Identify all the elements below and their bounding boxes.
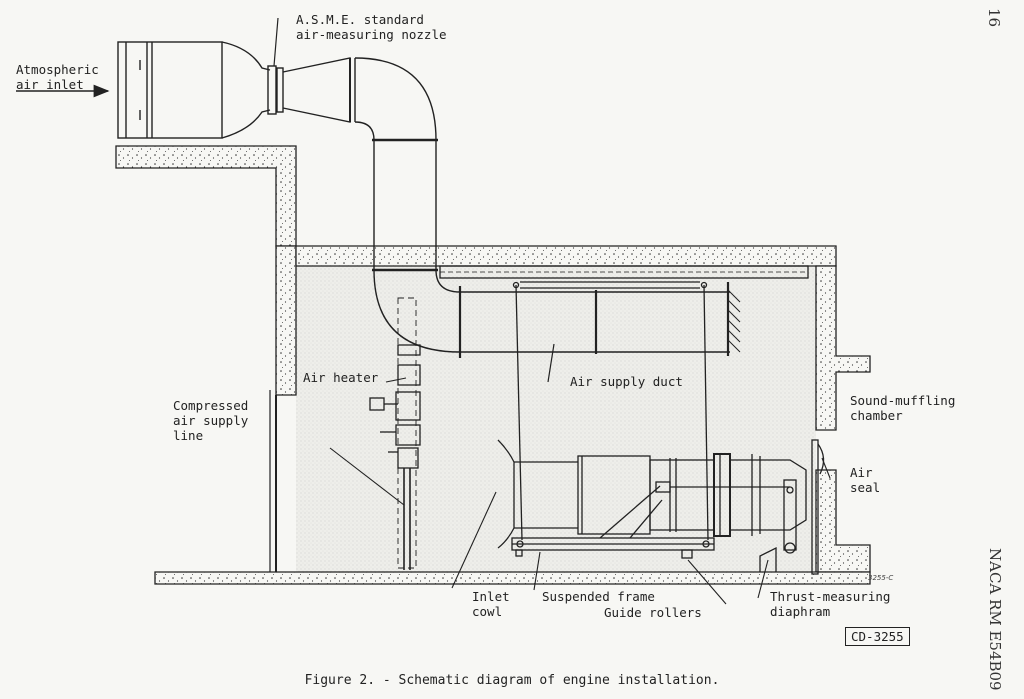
asme-nozzle [267,17,356,123]
label-air-heater: Air heater [303,370,379,385]
label-thrust-diaphragm: Thrust-measuring diaphram [770,589,891,619]
label-atmospheric-inlet: Atmospheric air inlet [16,62,99,92]
label-asme-nozzle: A.S.M.E. standard air-measuring nozzle [296,12,447,42]
report-id: NACA RM E54B09 [986,548,1004,691]
suspension-rods [512,281,709,541]
air-heater [329,297,421,570]
label-air-supply-duct: Air supply duct [570,374,683,389]
figure-caption: Figure 2. - Schematic diagram of engine … [304,673,720,688]
label-guide-rollers: Guide rollers [604,605,702,620]
suspended-frame [511,537,727,605]
page-number: 16 [985,8,1003,28]
overhead-rail [439,265,809,289]
drawing-number: CD-3255 [845,627,910,646]
inlet-duct [117,41,271,139]
label-suspended-frame: Suspended frame [542,589,655,604]
label-compressed-air: Compressed air supply line [173,398,249,443]
supply-elbow-duct [354,57,461,353]
thrust-diaphragm [757,439,831,599]
concrete-walls [115,145,871,585]
test-chamber-interior [296,266,816,572]
label-sound-muffling: Sound-muffling chamber [850,393,956,423]
engine [451,439,807,589]
label-inlet-cowl: Inlet cowl [472,589,510,619]
air-supply-duct [458,282,741,383]
label-air-seal: Air seal [850,465,881,495]
drawing-ref-small: 3255-C [868,574,894,582]
